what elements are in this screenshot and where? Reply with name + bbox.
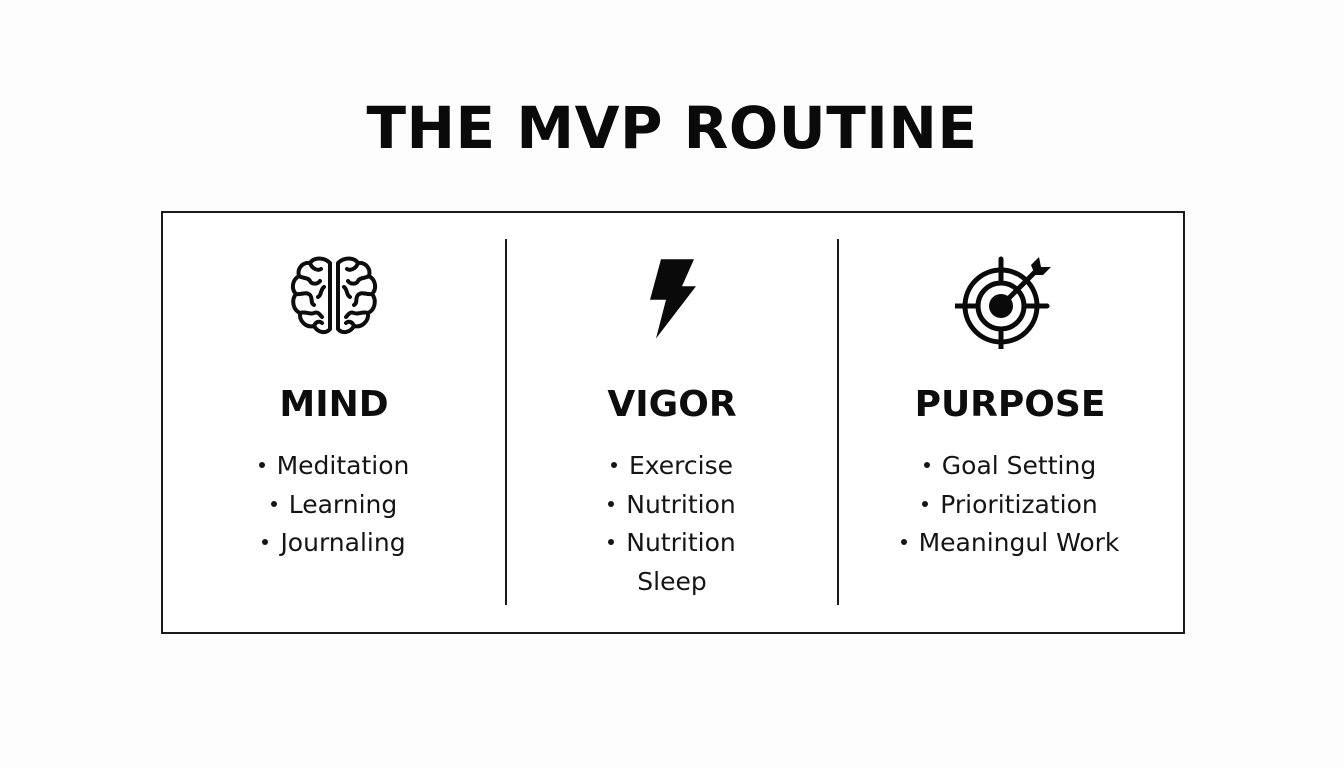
- list-item: Nutrition: [507, 486, 837, 525]
- list-item: Sleep: [637, 566, 707, 596]
- column-purpose: PURPOSE Goal Setting Prioritization Mean…: [839, 211, 1181, 631]
- bullet-icon: [608, 500, 615, 507]
- purpose-item-list: Goal Setting Prioritization Meaningul Wo…: [839, 447, 1181, 563]
- bullet-icon: [610, 462, 617, 468]
- brain-icon: [288, 253, 380, 346]
- column-heading-mind: MIND: [279, 384, 389, 425]
- list-item: Goal Setting: [839, 447, 1181, 486]
- bullet-icon: [262, 539, 269, 545]
- column-divider: [837, 239, 839, 605]
- list-item: Exercise: [507, 447, 837, 486]
- lightning-bolt-icon: [644, 253, 700, 346]
- column-mind: MIND Meditation Learning Journaling: [163, 211, 505, 631]
- bullet-icon: [900, 539, 907, 545]
- bullet-icon: [608, 539, 615, 545]
- list-item: Nutrition: [507, 524, 837, 563]
- page-title: THE MVP ROUTINE: [366, 94, 978, 162]
- list-item: Prioritization: [839, 486, 1181, 525]
- column-divider: [505, 239, 507, 605]
- list-item: Meaningul Work: [839, 524, 1181, 563]
- vigor-item-list: Exercise Nutrition Nutrition Sleep: [507, 447, 837, 601]
- mind-item-list: Meditation Learning Journaling: [163, 447, 505, 563]
- list-item: Journaling: [163, 524, 505, 563]
- bullet-icon: [922, 500, 929, 507]
- list-item: Learning: [163, 486, 505, 525]
- bullet-icon: [923, 462, 930, 468]
- column-heading-purpose: PURPOSE: [914, 384, 1106, 425]
- column-vigor: VIGOR Exercise Nutrition Nutrition Sleep: [507, 211, 837, 631]
- column-heading-vigor: VIGOR: [607, 384, 737, 425]
- target-arrow-icon: [952, 253, 1059, 356]
- bullet-icon: [270, 500, 277, 507]
- list-item: Meditation: [163, 447, 505, 486]
- bullet-icon: [258, 462, 265, 468]
